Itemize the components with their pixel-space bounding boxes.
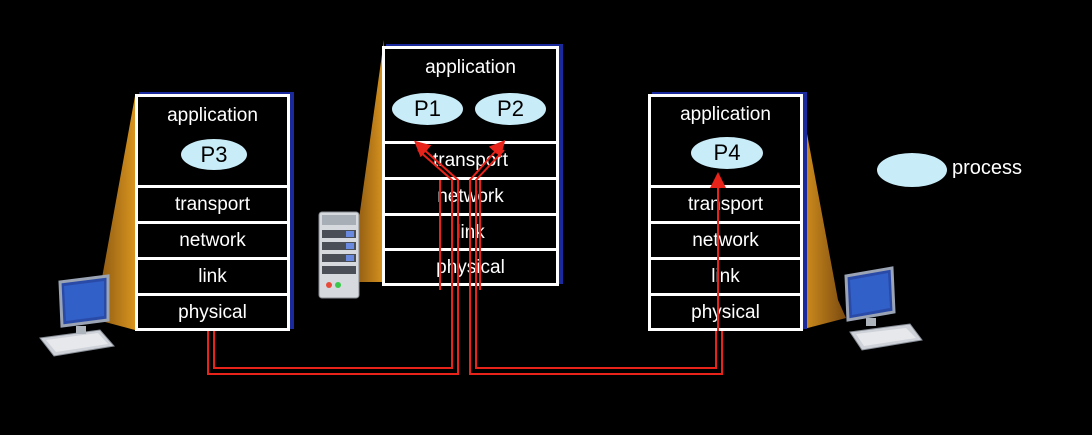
process-p2: P2 bbox=[475, 93, 546, 125]
server-icon bbox=[318, 211, 360, 299]
right-link-layer: link bbox=[651, 260, 800, 293]
desktop-computer-icon bbox=[844, 266, 923, 351]
right-physical-layer: physical bbox=[651, 296, 800, 328]
legend-process-ellipse bbox=[877, 153, 947, 187]
server-physical-layer: physical bbox=[385, 251, 556, 283]
left-transport-layer: transport bbox=[138, 188, 287, 221]
left-network-layer: network bbox=[138, 224, 287, 257]
process-p1: P1 bbox=[392, 93, 463, 125]
right-application-layer: application P4 bbox=[651, 97, 800, 185]
right-host-wedge bbox=[800, 96, 846, 330]
left-application-label: application bbox=[167, 105, 258, 126]
server-application-layer: application P1 P2 bbox=[385, 49, 556, 141]
right-transport-layer: transport bbox=[651, 188, 800, 221]
process-p4: P4 bbox=[691, 137, 763, 169]
server-link-layer: link bbox=[385, 216, 556, 248]
server-transport-layer: transport bbox=[385, 144, 556, 177]
desktop-computer-icon bbox=[39, 274, 115, 357]
server-network-layer: network bbox=[385, 180, 556, 213]
legend-process-label: process bbox=[952, 157, 1023, 179]
left-application-layer: application P3 bbox=[138, 97, 287, 185]
server-stack: application P1 P2 transport network link… bbox=[382, 46, 559, 286]
right-host-stack: application P4 transport network link ph… bbox=[648, 94, 803, 331]
server-wedge bbox=[348, 40, 384, 282]
left-physical-layer: physical bbox=[138, 296, 287, 328]
left-link-layer: link bbox=[138, 260, 287, 293]
process-p3: P3 bbox=[181, 139, 247, 170]
left-host-wedge bbox=[90, 96, 135, 330]
left-host-stack: application P3 transport network link ph… bbox=[135, 94, 290, 331]
server-application-label: application bbox=[425, 57, 516, 78]
right-network-layer: network bbox=[651, 224, 800, 257]
right-application-label: application bbox=[680, 104, 771, 125]
